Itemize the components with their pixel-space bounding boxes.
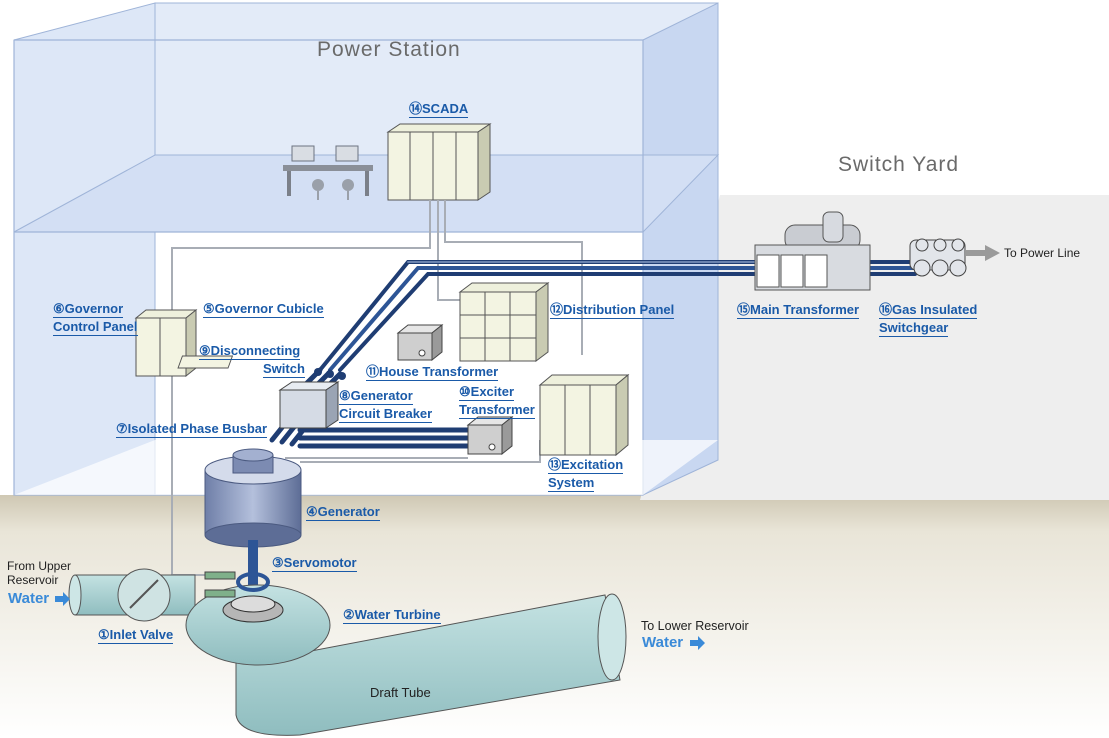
label-isolated-phase-busbar[interactable]: ⑦Isolated Phase Busbar: [116, 421, 268, 438]
label-exciter-transformer[interactable]: ⑩Exciter Transformer: [459, 384, 535, 419]
to-lower-reservoir: To Lower Reservoir: [641, 619, 749, 633]
label-house-transformer[interactable]: ⑪House Transformer: [366, 364, 499, 381]
label-scada[interactable]: ⑭SCADA: [409, 101, 469, 118]
distribution-panel: [458, 282, 550, 362]
water-in-label: Water: [8, 590, 50, 607]
water-out-label: Water: [642, 634, 684, 651]
generator-circuit-breaker-body: [278, 381, 340, 429]
servomotor-body: [204, 571, 270, 598]
turbine-shaft: [248, 540, 258, 600]
label-servomotor[interactable]: ③Servomotor: [272, 555, 357, 572]
turbine-runner: [222, 595, 284, 623]
water-pipes: [68, 568, 627, 736]
scada-cabinets: [386, 123, 492, 201]
main-busbars: [318, 260, 917, 372]
label-generator-circuit-breaker[interactable]: ⑧Generator Circuit Breaker: [339, 388, 433, 423]
label-inlet-valve[interactable]: ①Inlet Valve: [98, 627, 174, 644]
from-upper-reservoir: From Upper Reservoir: [7, 559, 72, 587]
power-line-arrow: [966, 245, 1000, 261]
main-transformer-body: [754, 211, 871, 291]
label-distribution-panel[interactable]: ⑫Distribution Panel: [550, 302, 675, 319]
title-power-station: Power Station: [317, 38, 461, 61]
label-generator[interactable]: ④Generator: [306, 504, 380, 521]
label-governor-cubicle[interactable]: ⑤Governor Cubicle: [203, 301, 324, 318]
house-transformer-box: [396, 323, 444, 362]
excitation-system-box: [538, 373, 630, 457]
generator-body: [204, 448, 302, 548]
exciter-transformer-box: [466, 415, 514, 456]
label-disconnecting-switch[interactable]: ⑨Disconnecting Switch: [199, 343, 305, 378]
label-governor-control-panel[interactable]: ⑥Governor Control Panel: [53, 301, 138, 336]
label-excitation-system[interactable]: ⑬Excitation System: [548, 457, 624, 492]
to-power-line-label: To Power Line: [1004, 246, 1081, 260]
gis-body: [909, 238, 967, 277]
label-water-turbine[interactable]: ②Water Turbine: [343, 607, 441, 624]
label-main-transformer[interactable]: ⑮Main Transformer: [737, 302, 860, 319]
draft-tube-label: Draft Tube: [370, 685, 431, 700]
operator-desks: [283, 145, 373, 200]
title-switch-yard: Switch Yard: [838, 153, 960, 176]
building-right-wall: [642, 2, 719, 496]
disconnecting-switch-body: [177, 355, 346, 380]
label-gas-insulated-switchgear[interactable]: ⑯Gas Insulated Switchgear: [879, 302, 978, 337]
